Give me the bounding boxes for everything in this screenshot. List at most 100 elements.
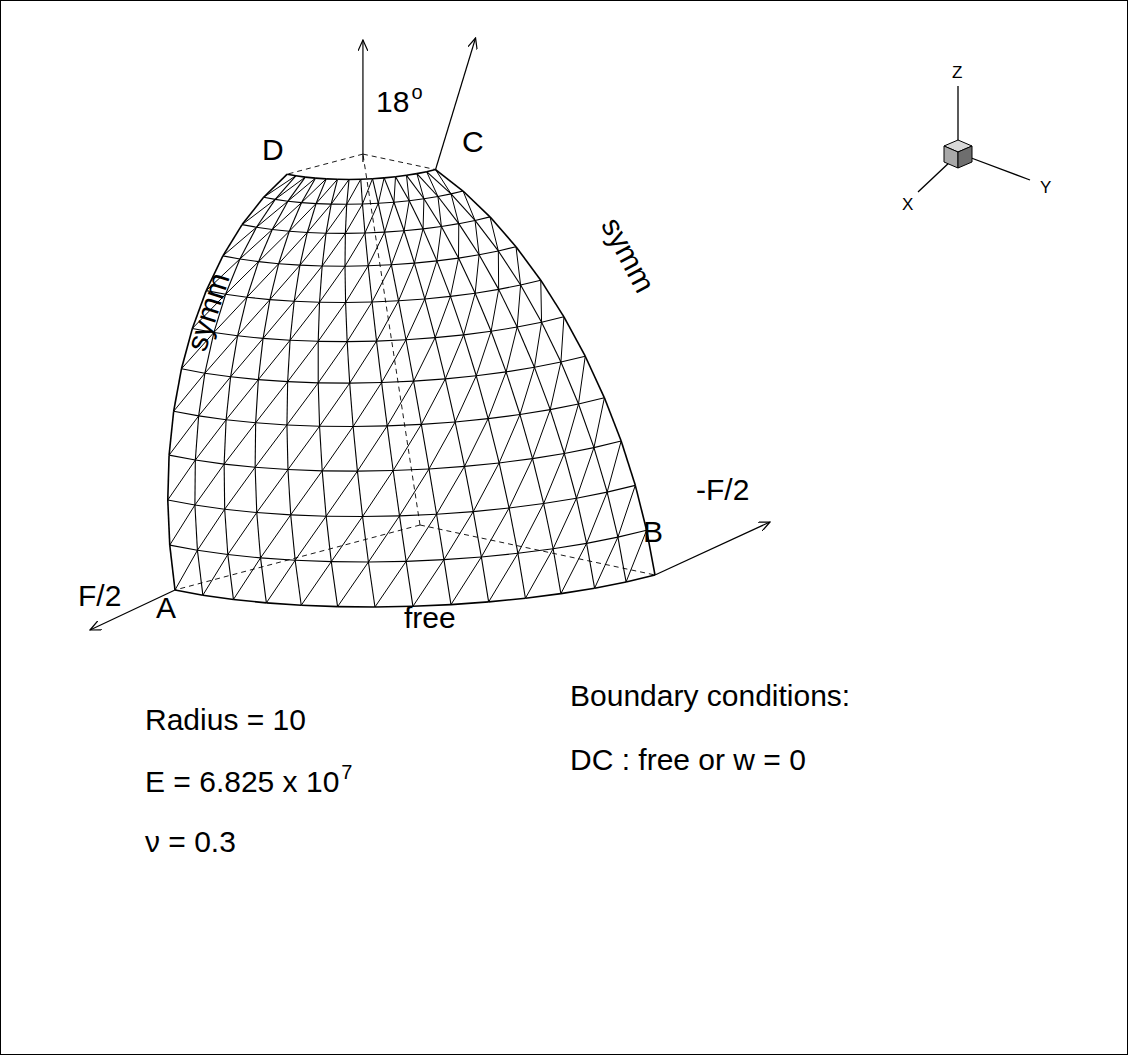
mesh-edge: [203, 555, 228, 596]
mesh-edge: [326, 516, 362, 517]
mesh-edge: [300, 265, 322, 267]
mesh-edge: [338, 562, 369, 607]
mesh-edge: [373, 177, 385, 179]
mesh-edge: [534, 322, 541, 367]
mesh-edge: [279, 264, 300, 265]
mesh-edge: [618, 530, 647, 537]
mesh-edge: [291, 515, 295, 560]
mesh-edge: [406, 174, 416, 176]
mesh-edge: [305, 177, 315, 178]
mesh-edge: [534, 367, 550, 409]
mesh-edge: [205, 373, 231, 377]
mesh-edge: [384, 178, 394, 202]
mesh-edge: [400, 469, 429, 516]
mesh-edge: [506, 367, 534, 372]
hidden-lines: [175, 154, 655, 590]
mesh-edge: [175, 550, 197, 590]
mesh-edge: [459, 220, 475, 223]
mesh-edge: [451, 191, 463, 194]
mesh-edge: [451, 602, 489, 605]
mesh-edge: [618, 537, 626, 582]
mesh-edge: [347, 203, 363, 204]
mesh-edge: [257, 513, 291, 515]
mesh-edge: [506, 372, 520, 415]
mesh-edge: [195, 464, 224, 505]
mesh-edge: [437, 514, 444, 559]
mesh-edge: [296, 176, 305, 177]
mesh-edge: [345, 233, 365, 266]
mesh-edge: [516, 247, 521, 285]
mesh-edge: [197, 509, 224, 550]
mesh-edge: [368, 516, 399, 562]
parameter-text: Radius = 10: [145, 705, 306, 735]
mesh-edge: [365, 203, 378, 233]
mesh-edge: [256, 380, 259, 423]
point-label: C: [462, 127, 484, 157]
mesh-edge: [288, 382, 319, 383]
mesh-edge: [499, 463, 509, 508]
mesh-edge: [604, 398, 621, 441]
mesh-edge: [272, 201, 288, 229]
mesh-edge: [259, 229, 273, 261]
mesh-edge: [266, 560, 295, 603]
axis-triad: [918, 86, 1030, 192]
mesh-edge: [270, 265, 300, 299]
mesh-edge: [414, 261, 436, 263]
mesh-edge: [479, 255, 499, 290]
mesh-edge: [393, 471, 399, 516]
mesh-edge: [320, 302, 346, 303]
mesh-edge: [233, 558, 260, 600]
mesh-edge: [256, 201, 287, 227]
mesh-edge: [385, 232, 392, 265]
mesh-edge: [441, 226, 458, 258]
mesh-edge: [520, 410, 550, 415]
boundary-label: free: [404, 603, 456, 633]
mesh-edge: [287, 425, 320, 426]
mesh-edge: [295, 516, 326, 560]
mesh-edge: [561, 317, 564, 362]
mesh-edge: [384, 177, 395, 178]
mesh-edge: [438, 194, 451, 197]
mesh-edge: [396, 175, 407, 176]
mesh-edge: [170, 545, 175, 590]
mesh-edge: [288, 341, 319, 381]
arrows: [90, 38, 770, 630]
mesh-edge: [399, 299, 425, 301]
mesh-edge: [459, 255, 480, 258]
mesh-edge: [195, 505, 225, 509]
mesh-edge: [437, 258, 459, 261]
mesh-edge: [587, 543, 595, 588]
mesh-edge: [394, 177, 396, 202]
mesh-edge: [499, 289, 518, 327]
mesh-edge: [421, 422, 455, 424]
mesh-edge: [473, 508, 509, 512]
mesh-edge: [587, 537, 618, 543]
mesh-edge: [576, 492, 607, 498]
mesh-edge: [414, 381, 422, 424]
mesh-edge: [195, 420, 226, 460]
mesh-edge: [197, 550, 227, 554]
mesh-edge: [194, 460, 196, 505]
mesh-edge: [181, 369, 204, 373]
mesh-edge: [168, 500, 195, 505]
mesh-edge: [544, 453, 565, 503]
mesh-edge: [368, 232, 384, 266]
mesh-edge: [353, 383, 381, 427]
mesh-edge: [174, 369, 182, 411]
mesh-edge: [517, 285, 520, 327]
mesh-edge: [288, 470, 322, 471]
mesh-edge: [417, 174, 424, 199]
mesh-edge: [553, 498, 576, 549]
mesh-edge: [270, 300, 294, 302]
mesh-edge: [464, 335, 477, 376]
mesh-edge: [594, 448, 607, 493]
cube-right: [958, 146, 972, 168]
y-axis: [966, 156, 1030, 180]
mesh-edge: [373, 179, 379, 204]
boundary-label: symm: [596, 213, 660, 298]
mesh-edge: [459, 258, 476, 293]
mesh-edge: [488, 372, 506, 419]
mesh-edge: [231, 377, 259, 380]
